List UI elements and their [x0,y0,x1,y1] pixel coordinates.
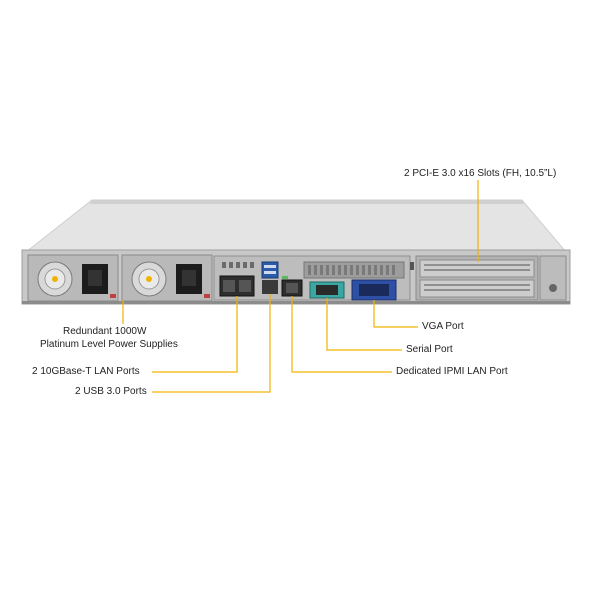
ipmi-lan-port [281,276,303,297]
power-supply-1 [27,254,119,302]
label-serial: Serial Port [406,344,453,355]
callout-lines [122,180,479,393]
label-psu-line1: Redundant 1000W [63,326,147,337]
power-supply-2 [121,254,213,302]
lan-10g-ports [219,275,255,297]
label-pcie-slots: 2 PCI-E 3.0 x16 Slots (FH, 10.5”L) [404,168,557,179]
callout-usb [152,294,271,393]
usb-3-ports [261,261,279,294]
serial-port [309,281,345,299]
label-vga: VGA Port [422,321,464,332]
label-ipmi: Dedicated IPMI LAN Port [396,366,508,377]
pcie-slots [410,255,539,301]
pcie-slot-2 [419,279,535,298]
chassis-rear-bottom-lip [22,301,570,304]
vga-port [351,279,397,301]
chassis-top-cover [24,199,568,253]
chassis-top-ridge [90,200,524,204]
callout-ipmi [291,296,392,373]
pcie-slot-1 [419,259,535,278]
chassis-right-end [539,255,567,301]
callout-serial [326,298,402,351]
callout-vga [373,300,418,328]
callout-lan-10g [152,296,238,373]
io-vent-grille [222,262,254,268]
label-usb: 2 USB 3.0 Ports [75,386,147,397]
label-psu-line2: Platinum Level Power Supplies [40,339,178,350]
label-lan-10g: 2 10GBase-T LAN Ports [32,366,140,377]
